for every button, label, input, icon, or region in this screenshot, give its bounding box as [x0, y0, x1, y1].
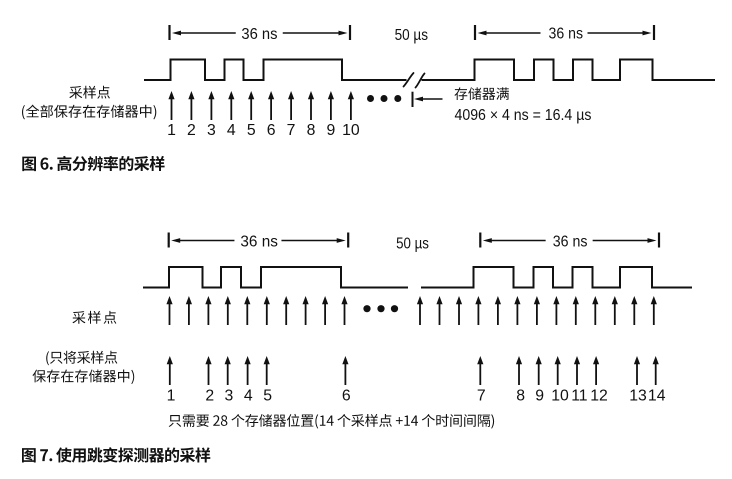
svg-text:2: 2: [187, 122, 196, 139]
svg-text:50 µs: 50 µs: [395, 27, 429, 44]
svg-text:12: 12: [590, 388, 608, 405]
svg-text:4: 4: [244, 388, 253, 405]
svg-text:36 ns: 36 ns: [240, 233, 278, 250]
svg-text:4: 4: [227, 122, 236, 139]
svg-text:36 ns: 36 ns: [241, 26, 277, 43]
svg-text:3: 3: [207, 122, 216, 139]
svg-text:36 ns: 36 ns: [553, 234, 588, 251]
svg-text:14: 14: [648, 388, 666, 405]
svg-text:9: 9: [327, 122, 336, 139]
svg-text:13: 13: [629, 388, 647, 405]
svg-text:1: 1: [167, 122, 176, 139]
svg-text:3: 3: [225, 388, 234, 405]
svg-text:6: 6: [267, 122, 276, 139]
svg-text:11: 11: [571, 388, 588, 405]
svg-text:9: 9: [535, 388, 544, 405]
svg-text:50 µs: 50 µs: [396, 235, 429, 252]
svg-text:5: 5: [263, 388, 272, 405]
svg-text:1: 1: [167, 388, 176, 405]
svg-text:2: 2: [205, 388, 214, 405]
svg-text:36 ns: 36 ns: [549, 26, 584, 43]
svg-text:6: 6: [342, 388, 351, 405]
svg-text:10: 10: [342, 122, 360, 139]
svg-text:4096 × 4 ns = 16.4 µs: 4096 × 4 ns = 16.4 µs: [455, 107, 592, 124]
svg-text:7: 7: [477, 388, 486, 405]
svg-text:5: 5: [247, 122, 256, 139]
svg-text:8: 8: [516, 388, 525, 405]
svg-text:10: 10: [551, 388, 569, 405]
svg-text:8: 8: [307, 122, 316, 139]
svg-text:7: 7: [287, 122, 296, 139]
